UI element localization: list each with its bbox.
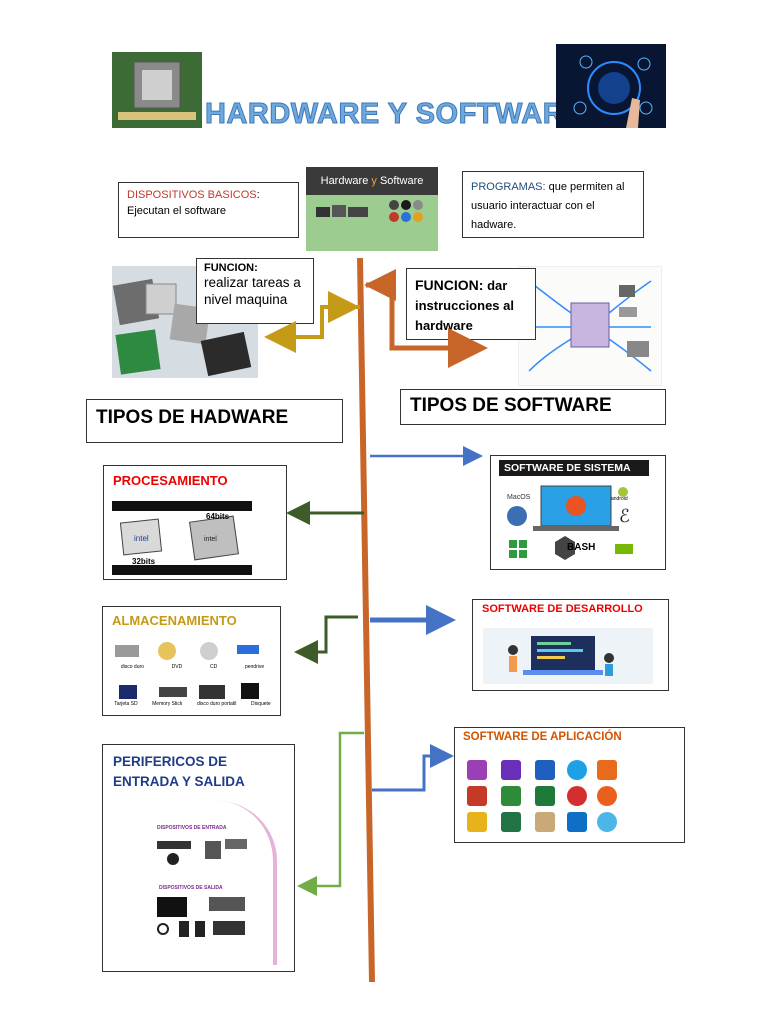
dispositivos-entrada-label: DISPOSITIVOS DE ENTRADA	[157, 825, 227, 831]
software-sistema-label: SOFTWARE DE SISTEMA	[499, 460, 649, 476]
dispositivos-label: DISPOSITIVOS BASICOS	[127, 189, 257, 201]
programas-label: PROGRAMAS:	[471, 181, 546, 193]
funcion-hw-text: realizar tareas a nivel maquina	[204, 275, 301, 307]
storage-dvd: DVD	[171, 664, 183, 670]
perifericos-label-2: ENTRADA Y SALIDA	[113, 774, 245, 789]
storage-pendrive: pendrive	[244, 664, 265, 670]
software-diagram-photo	[518, 266, 662, 386]
banner-software: Software	[379, 175, 424, 187]
storage-disco-duro: disco duro	[120, 664, 144, 670]
tipos-software-label: TIPOS DE SOFTWARE	[410, 395, 612, 416]
digital-hand-photo	[556, 44, 666, 128]
center-banner: Hardware y Software	[306, 167, 438, 251]
storage-tarjeta-sd: Tarjeta SD	[114, 701, 138, 707]
arrow-aplicacion	[372, 744, 454, 792]
programas-box: PROGRAMAS: que permiten al usuario inter…	[462, 171, 644, 238]
banner-hardware: Hardware	[320, 175, 369, 187]
arrow-perifericos	[297, 731, 364, 896]
banner-y: y	[371, 175, 377, 187]
funcion-software-box: FUNCION: dar instrucciones al hardware	[406, 268, 536, 340]
software-aplicacion-box: SOFTWARE DE APLICACIÓN	[454, 727, 685, 843]
macos-label: MacOS	[507, 494, 531, 501]
funcion-sw-text-first: dar	[487, 278, 508, 293]
arrow-almacenamiento	[294, 615, 358, 664]
perifericos-image: DISPOSITIVOS DE ENTRADA DISPOSITIVOS DE …	[113, 801, 277, 965]
tipos-hardware-box: TIPOS DE HADWARE	[86, 399, 343, 443]
svg-text:ℰ: ℰ	[619, 506, 630, 526]
software-aplicacion-label: SOFTWARE DE APLICACIÓN	[463, 731, 622, 743]
storage-memory-stick: Memory Stick	[152, 701, 183, 707]
svg-text:intel: intel	[134, 534, 149, 543]
perifericos-label-1: PERIFERICOS DE	[113, 754, 228, 769]
tipos-software-box: TIPOS DE SOFTWARE	[400, 389, 666, 425]
tipos-hardware-label: TIPOS DE HADWARE	[96, 407, 289, 428]
procesamiento-image: intel intel 64bits 32bits	[112, 501, 252, 575]
dispositivos-suffix: :	[256, 189, 260, 201]
procesamiento-box: PROCESAMIENTO intel intel 64bits 32bits	[103, 465, 287, 580]
funcion-sw-label: FUNCION:	[415, 277, 484, 293]
dispositivos-salida-label: DISPOSITIVOS DE SALIDA	[159, 885, 223, 891]
android-label: android	[611, 496, 628, 502]
software-desarrollo-box: SOFTWARE DE DESARROLLO	[472, 599, 669, 691]
funcion-sw-text: instrucciones al hardware	[415, 298, 514, 333]
dispositivos-text: Ejecutan el software	[127, 205, 227, 217]
storage-disquete: Disquete	[250, 701, 271, 707]
almacenamiento-label: ALMACENAMIENTO	[112, 613, 237, 628]
almacenamiento-box: ALMACENAMIENTO disco duro DVD CD pendriv…	[102, 606, 281, 716]
storage-row1: disco duro DVD CD pendrive	[107, 664, 278, 670]
procesamiento-label: PROCESAMIENTO	[113, 473, 228, 488]
svg-text:intel: intel	[204, 536, 217, 543]
bash-label: BASH	[567, 542, 596, 553]
funcion-hw-label: FUNCION:	[204, 262, 258, 274]
perifericos-box: PERIFERICOS DE ENTRADA Y SALIDA DISPOSIT…	[102, 744, 295, 972]
bits32-label: 32bits	[132, 557, 156, 566]
storage-row2: Tarjeta SD Memory Stick disco duro porta…	[107, 701, 278, 707]
spine-line	[357, 257, 375, 983]
storage-disco-portatil: disco duro portatil	[196, 701, 237, 707]
software-sistema-box: SOFTWARE DE SISTEMA ℰ MacOS BASH android	[490, 455, 666, 570]
bits64-label: 64bits	[206, 512, 230, 521]
funcion-hardware-box: FUNCION: realizar tareas a nivel maquina	[196, 258, 314, 324]
motherboard-photo	[112, 52, 202, 128]
storage-cd: CD	[209, 664, 218, 670]
software-desarrollo-label: SOFTWARE DE DESARROLLO	[482, 603, 643, 615]
programas-text: que permiten al usuario interactuar con …	[471, 181, 625, 231]
page-title: HARDWARE Y SOFTWARE	[204, 98, 585, 131]
dispositivos-basicos-box: DISPOSITIVOS BASICOS: Ejecutan el softwa…	[118, 182, 299, 238]
